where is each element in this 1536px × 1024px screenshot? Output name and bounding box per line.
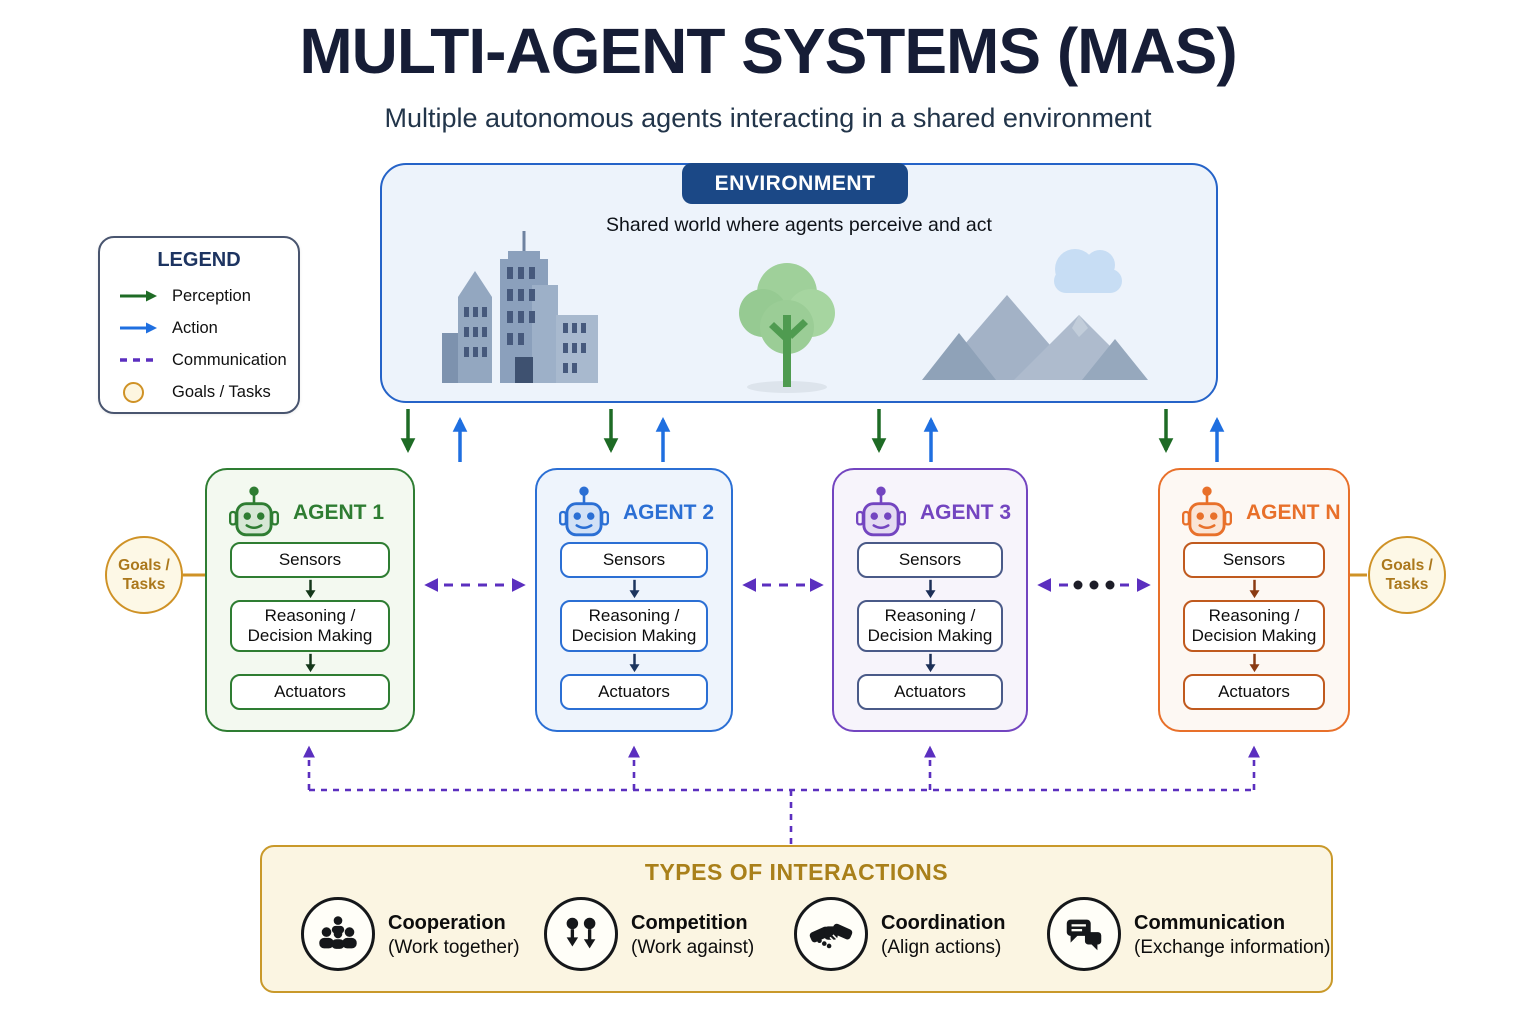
robot-icon xyxy=(229,486,279,537)
legend-label: Perception xyxy=(172,286,251,305)
agent-name: AGENT 3 xyxy=(920,501,1012,524)
opposing-arrows-icon xyxy=(544,897,618,971)
down-arrow-icon xyxy=(305,653,315,673)
robot-icon xyxy=(559,486,609,537)
robot-icon xyxy=(856,486,906,537)
agent-name: AGENT 1 xyxy=(293,501,385,524)
goals-circle-icon xyxy=(118,381,162,403)
city-buildings-icon xyxy=(442,231,598,383)
actuators-box: Actuators xyxy=(230,674,390,710)
interaction-sublabel: (Work against) xyxy=(631,937,755,958)
agent-n-card: AGENT N Sensors Reasoning / Decision Mak… xyxy=(1158,468,1350,732)
reasoning-box: Reasoning / Decision Making xyxy=(560,600,708,652)
agent-name: AGENT 2 xyxy=(623,501,715,524)
down-arrow-icon xyxy=(305,579,315,599)
agent-name: AGENT N xyxy=(1246,501,1341,524)
sensors-box: Sensors xyxy=(230,542,390,578)
goals-tasks-right: Goals / Tasks xyxy=(1368,536,1446,614)
tree-icon xyxy=(739,263,835,393)
legend-label: Action xyxy=(172,318,218,337)
legend-item-communication: Communication xyxy=(100,344,298,376)
communication-bus xyxy=(303,745,1260,846)
agent-1-card: AGENT 1 Sensors Reasoning / Decision Mak… xyxy=(205,468,415,732)
handshake-icon xyxy=(794,897,868,971)
reasoning-box: Reasoning / Decision Making xyxy=(230,600,390,652)
actuators-box: Actuators xyxy=(560,674,708,710)
interaction-communication: Communication (Exchange information) xyxy=(1047,897,1330,971)
down-arrow-icon xyxy=(1249,579,1259,599)
agent-3-card: AGENT 3 Sensors Reasoning / Decision Mak… xyxy=(832,468,1028,732)
environment-header: ENVIRONMENT xyxy=(682,163,908,204)
interaction-sublabel: (Exchange information) xyxy=(1134,937,1331,958)
actuators-box: Actuators xyxy=(1183,674,1325,710)
interaction-label: Cooperation xyxy=(388,912,506,934)
robot-icon xyxy=(1182,486,1232,537)
down-arrow-icon xyxy=(1249,653,1259,673)
chat-bubbles-icon xyxy=(1047,897,1121,971)
interactions-title: TYPES OF INTERACTIONS xyxy=(644,859,949,885)
cloud-icon xyxy=(1054,249,1122,293)
people-group-icon xyxy=(301,897,375,971)
sensors-box: Sensors xyxy=(857,542,1003,578)
legend-item-perception: Perception xyxy=(100,280,298,312)
perception-arrows xyxy=(400,409,1174,453)
legend-item-action: Action xyxy=(100,312,298,344)
environment-box: ENVIRONMENT Shared world where agents pe… xyxy=(380,163,1218,403)
agent-2-card: AGENT 2 Sensors Reasoning / Decision Mak… xyxy=(535,468,733,732)
more-agents-dots xyxy=(1073,580,1115,590)
page-subtitle: Multiple autonomous agents interacting i… xyxy=(384,103,1152,133)
interaction-sublabel: (Work together) xyxy=(388,937,520,958)
interaction-label: Coordination xyxy=(881,912,1006,934)
legend-item-goals: Goals / Tasks xyxy=(100,376,298,408)
down-arrow-icon xyxy=(925,653,935,673)
down-arrow-icon xyxy=(629,579,639,599)
action-arrows xyxy=(452,417,1225,462)
types-of-interactions-box: TYPES OF INTERACTIONS Cooperation (Work … xyxy=(260,845,1333,993)
interaction-label: Communication xyxy=(1134,912,1286,934)
down-arrow-icon xyxy=(629,653,639,673)
reasoning-box: Reasoning / Decision Making xyxy=(857,600,1003,652)
interaction-coordination: Coordination (Align actions) xyxy=(794,897,1005,971)
environment-description: Shared world where agents perceive and a… xyxy=(606,214,992,236)
environment-illustration xyxy=(442,231,1148,393)
actuators-box: Actuators xyxy=(857,674,1003,710)
interaction-label: Competition xyxy=(631,912,748,934)
interaction-cooperation: Cooperation (Work together) xyxy=(301,897,520,971)
legend-label: Goals / Tasks xyxy=(172,382,271,401)
perception-arrow-icon xyxy=(118,289,162,303)
goals-tasks-left: Goals / Tasks xyxy=(105,536,183,614)
interaction-sublabel: (Align actions) xyxy=(881,937,1002,958)
legend-title: LEGEND xyxy=(157,249,241,271)
down-arrow-icon xyxy=(925,579,935,599)
interaction-competition: Competition (Work against) xyxy=(544,897,754,971)
mountains-icon xyxy=(922,295,1148,380)
sensors-box: Sensors xyxy=(1183,542,1325,578)
legend-box: LEGEND Perception Action Communication G… xyxy=(98,236,300,414)
action-arrow-icon xyxy=(118,321,162,335)
communication-dashed-icon xyxy=(118,353,162,367)
sensors-box: Sensors xyxy=(560,542,708,578)
reasoning-box: Reasoning / Decision Making xyxy=(1183,600,1325,652)
legend-label: Communication xyxy=(172,350,287,369)
page-title: MULTI-AGENT SYSTEMS (MAS) xyxy=(299,15,1237,87)
